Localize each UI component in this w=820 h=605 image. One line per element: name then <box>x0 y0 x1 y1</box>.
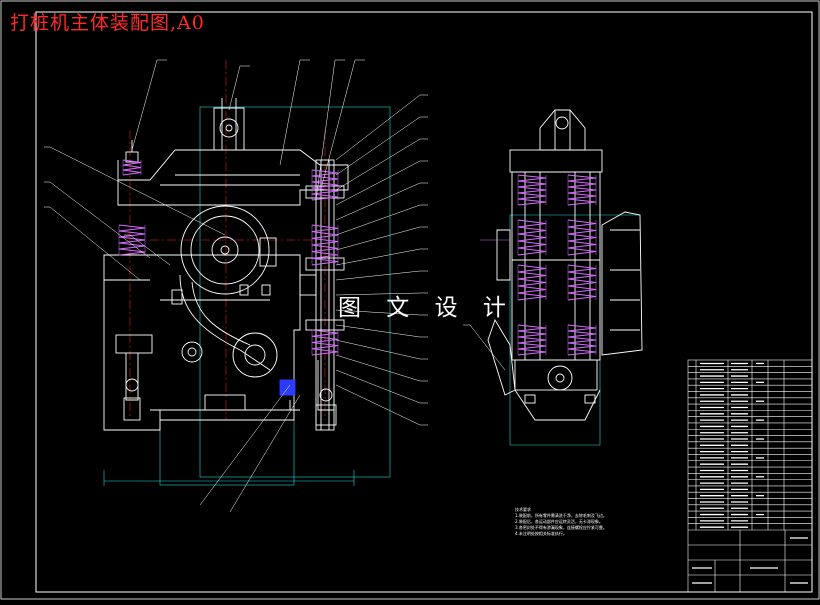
front-springs <box>118 159 339 356</box>
leader-line <box>335 182 421 221</box>
inner-frame <box>35 11 813 593</box>
notes-line: 4.未注明处按相关标准执行。 <box>515 531 567 536</box>
leader-line <box>335 138 421 191</box>
right-foot <box>317 360 335 411</box>
leader-line <box>335 384 421 426</box>
upper-housing <box>117 149 349 206</box>
side-motor <box>601 211 643 356</box>
leader-line <box>335 292 421 296</box>
leader-line <box>228 65 241 111</box>
leader-line <box>335 204 421 236</box>
notes-line: 3.各密封处不得有渗漏现象，连接螺栓应拧紧可靠。 <box>515 525 607 530</box>
notes-line: 1.装配前，所有零件需清洗干净，去除毛刺及飞边。 <box>515 513 607 518</box>
side-top-frame <box>509 149 603 173</box>
leader-line <box>335 226 421 251</box>
parts-list-table <box>687 359 813 593</box>
leader-line <box>335 94 421 161</box>
spring <box>567 174 597 206</box>
leader-line <box>335 160 421 206</box>
leader-line <box>335 354 421 382</box>
leader-line <box>49 206 141 281</box>
leader-line <box>335 339 421 360</box>
lower-pulley <box>181 341 203 363</box>
base-guide <box>159 419 295 486</box>
front-view <box>103 60 391 486</box>
belt <box>179 274 271 371</box>
leader-line <box>469 324 506 371</box>
guide-frame <box>199 106 391 478</box>
drawing-title: 打桩机主体装配图,A0 <box>10 12 205 34</box>
leader-line <box>279 59 301 166</box>
spring <box>567 324 597 356</box>
leader-line <box>129 234 171 266</box>
motor-end <box>259 237 277 267</box>
side-pulley <box>547 365 573 391</box>
notes-heading: 技术要求 <box>515 507 531 512</box>
leader-line <box>335 369 421 404</box>
side-springs <box>517 174 597 356</box>
spring <box>517 174 547 206</box>
leader-line <box>335 309 421 316</box>
hatch-area <box>279 379 296 396</box>
spring <box>118 224 146 256</box>
eccentric-wheel <box>180 205 270 295</box>
leader-lines-front <box>44 59 428 513</box>
leader-line <box>49 146 226 236</box>
leader-line <box>49 181 151 259</box>
leader-line <box>335 116 421 176</box>
leader-lines-side <box>463 239 510 371</box>
spring <box>517 219 547 256</box>
side-view <box>487 109 643 446</box>
notes-line: 2.装配后，各运动部件应运转灵活，无卡滞现象。 <box>515 519 603 524</box>
leader-line <box>335 270 421 281</box>
watermark-text: 图 文 设 计 <box>338 295 515 321</box>
technical-requirements: 技术要求 1.装配前，所有零件需清洗干净，去除毛刺及飞边。 2.装配后，各运动部… <box>515 507 607 537</box>
side-arm <box>487 318 516 396</box>
leader-line <box>335 248 421 266</box>
spring <box>517 324 547 356</box>
left-foot <box>125 353 139 401</box>
leader-line <box>199 384 291 506</box>
title-block <box>687 359 813 593</box>
side-lifting-lug <box>539 109 586 151</box>
leader-line <box>335 324 421 338</box>
leader-line <box>131 59 158 151</box>
leader-line <box>315 59 336 201</box>
leader-line <box>321 59 356 186</box>
spring <box>567 219 597 256</box>
lifting-lug <box>213 107 245 151</box>
spring <box>517 264 547 301</box>
main-body <box>103 254 301 431</box>
spring <box>567 264 597 301</box>
